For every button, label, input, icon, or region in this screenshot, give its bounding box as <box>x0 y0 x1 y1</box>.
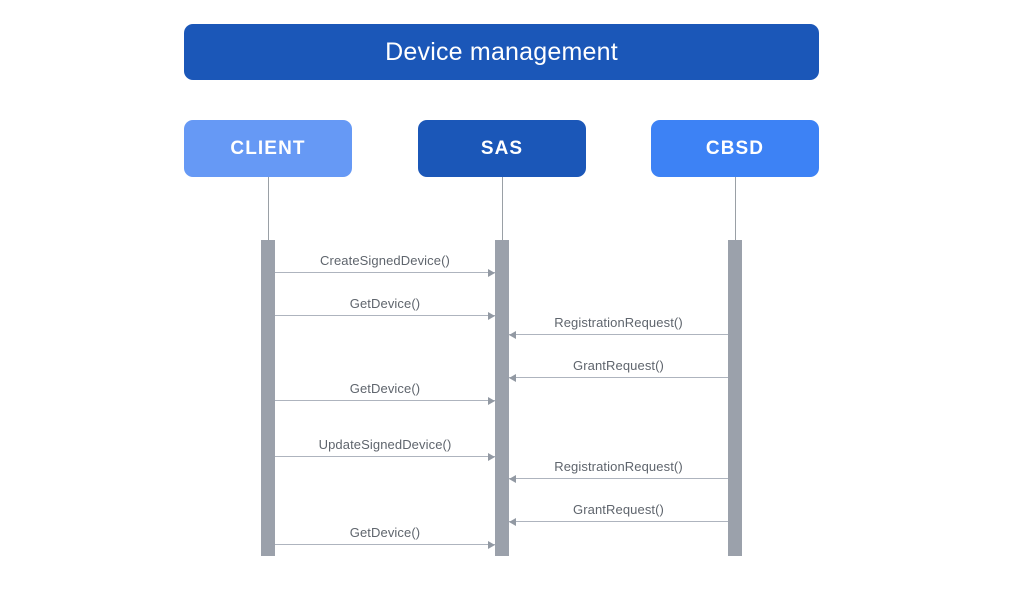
arrowhead-8 <box>509 518 516 526</box>
message-line-8 <box>509 521 728 522</box>
message-line-1 <box>275 272 495 273</box>
message-line-5 <box>275 400 495 401</box>
message-label-4: GrantRequest() <box>573 358 664 373</box>
message-label-5: GetDevice() <box>349 381 421 396</box>
participant-label-client: CLIENT <box>230 137 306 159</box>
message-label-9: GetDevice() <box>349 525 421 540</box>
arrowhead-1 <box>488 269 495 277</box>
page-title: Device management <box>385 37 618 66</box>
message-label-8: GrantRequest() <box>573 502 664 517</box>
message-line-6 <box>275 456 495 457</box>
arrowhead-9 <box>488 541 495 549</box>
message-line-9 <box>275 544 495 545</box>
message-line-4 <box>509 377 728 378</box>
arrowhead-4 <box>509 374 516 382</box>
activation-bar-sas <box>495 240 509 556</box>
participant-label-cbsd: CBSD <box>705 137 765 159</box>
message-label-7: RegistrationRequest() <box>554 459 683 474</box>
message-line-3 <box>509 334 728 335</box>
message-label-2: GetDevice() <box>349 296 421 311</box>
message-label-3: RegistrationRequest() <box>554 315 683 330</box>
participant-box-client[interactable]: CLIENT <box>184 120 352 177</box>
participant-box-cbsd[interactable]: CBSD <box>651 120 819 177</box>
message-line-7 <box>509 478 728 479</box>
participant-box-sas[interactable]: SAS <box>418 120 586 177</box>
arrowhead-6 <box>488 453 495 461</box>
message-line-2 <box>275 315 495 316</box>
diagram-title-bar: Device management <box>184 24 819 80</box>
activation-bar-client <box>261 240 275 556</box>
arrowhead-5 <box>488 397 495 405</box>
arrowhead-7 <box>509 475 516 483</box>
participant-label-sas: SAS <box>480 137 524 159</box>
message-label-1: CreateSignedDevice() <box>320 253 450 268</box>
arrowhead-3 <box>509 331 516 339</box>
arrowhead-2 <box>488 312 495 320</box>
message-label-6: UpdateSignedDevice() <box>318 437 452 452</box>
activation-bar-cbsd <box>728 240 742 556</box>
